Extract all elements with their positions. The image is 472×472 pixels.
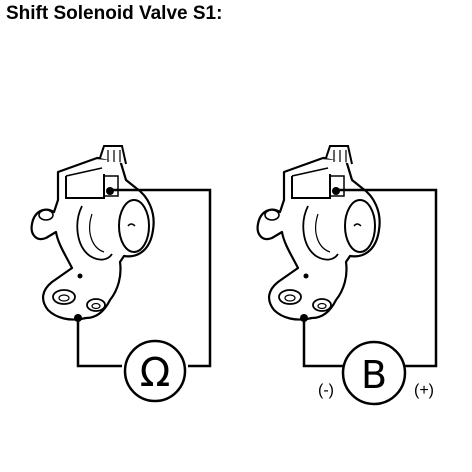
right-wiring <box>300 187 438 368</box>
battery-symbol-label: B <box>361 353 387 397</box>
left-valve-drawing <box>30 144 155 321</box>
positive-terminal-label: (+) <box>414 382 434 399</box>
battery-symbol: B <box>341 340 407 406</box>
left-wiring <box>74 187 212 368</box>
ohmmeter-symbol: Ω <box>123 339 187 403</box>
negative-terminal-label: (-) <box>318 382 334 399</box>
ohm-symbol-label: Ω <box>140 350 171 396</box>
diagram-title: Shift Solenoid Valve S1: <box>6 3 223 24</box>
right-valve-drawing <box>256 144 381 321</box>
